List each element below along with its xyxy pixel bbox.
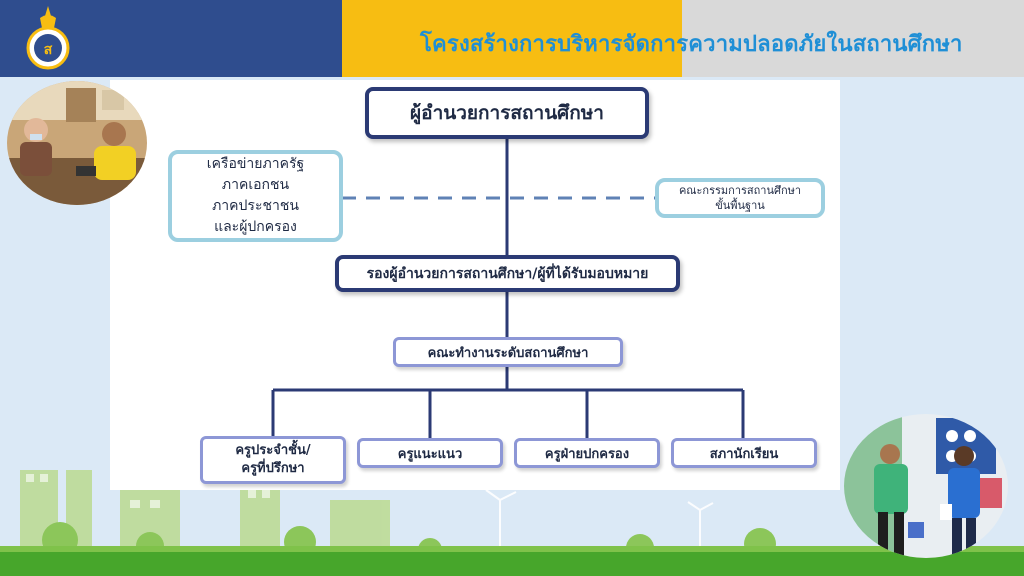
org-node-working-group-label: คณะทำงานระดับสถานศึกษา — [427, 345, 589, 361]
org-node-deputy-director: รองผู้อำนวยการสถานศึกษา/ผู้ที่ได้รับมอบห… — [335, 255, 680, 292]
org-node-student-council-label: สภานักเรียน — [709, 446, 779, 462]
city-ground-decoration — [0, 470, 1024, 576]
org-node-guidance-label: ครูแนะแนว — [397, 446, 463, 462]
org-node-government-network: เครือข่ายภาครัฐ ภาคเอกชน ภาคประชาชน และผ… — [168, 150, 343, 242]
org-node-homeroom-line-1: ครูประจำชั้น/ — [235, 443, 311, 458]
org-node-working-group: คณะทำงานระดับสถานศึกษา — [393, 337, 623, 367]
org-chart-connectors — [271, 138, 745, 438]
org-node-board-line-2: ขั้นพื้นฐาน — [715, 199, 765, 212]
header-yellow-segment — [342, 0, 682, 77]
org-node-discipline-label: ครูฝ่ายปกครอง — [544, 446, 630, 462]
classroom-inspection-photo — [844, 414, 1008, 558]
org-node-network-line-4: และผู้ปกครอง — [214, 219, 297, 235]
header-gray-segment — [682, 0, 1024, 77]
org-node-network-line-1: เครือข่ายภาครัฐ — [206, 156, 305, 172]
org-node-deputy-label: รองผู้อำนวยการสถานศึกษา/ผู้ที่ได้รับมอบห… — [366, 265, 649, 282]
header-band: ส โครงสร้างการบริหารจัดการความปลอดภัยในส… — [0, 0, 1024, 77]
org-node-student-council: สภานักเรียน — [671, 438, 817, 468]
school-crest-icon: ส — [26, 6, 70, 70]
svg-text:ส: ส — [44, 42, 53, 58]
org-node-board-line-1: คณะกรรมการสถานศึกษา — [678, 184, 802, 197]
org-node-guidance-teacher: ครูแนะแนว — [357, 438, 503, 468]
org-node-director: ผู้อำนวยการสถานศึกษา — [365, 87, 649, 139]
org-node-network-line-3: ภาคประชาชน — [212, 198, 299, 214]
org-node-school-board: คณะกรรมการสถานศึกษา ขั้นพื้นฐาน — [655, 178, 825, 218]
org-node-director-label: ผู้อำนวยการสถานศึกษา — [410, 102, 604, 124]
page-title: โครงสร้างการบริหารจัดการความปลอดภัยในสถา… — [420, 32, 963, 57]
org-node-homeroom-line-2: ครูที่ปรึกษา — [241, 461, 305, 476]
org-node-discipline-teacher: ครูฝ่ายปกครอง — [514, 438, 660, 468]
meeting-photo — [7, 81, 147, 205]
org-node-network-line-2: ภาคเอกชน — [221, 177, 290, 193]
org-node-homeroom-teacher: ครูประจำชั้น/ ครูที่ปรึกษา — [200, 436, 346, 484]
